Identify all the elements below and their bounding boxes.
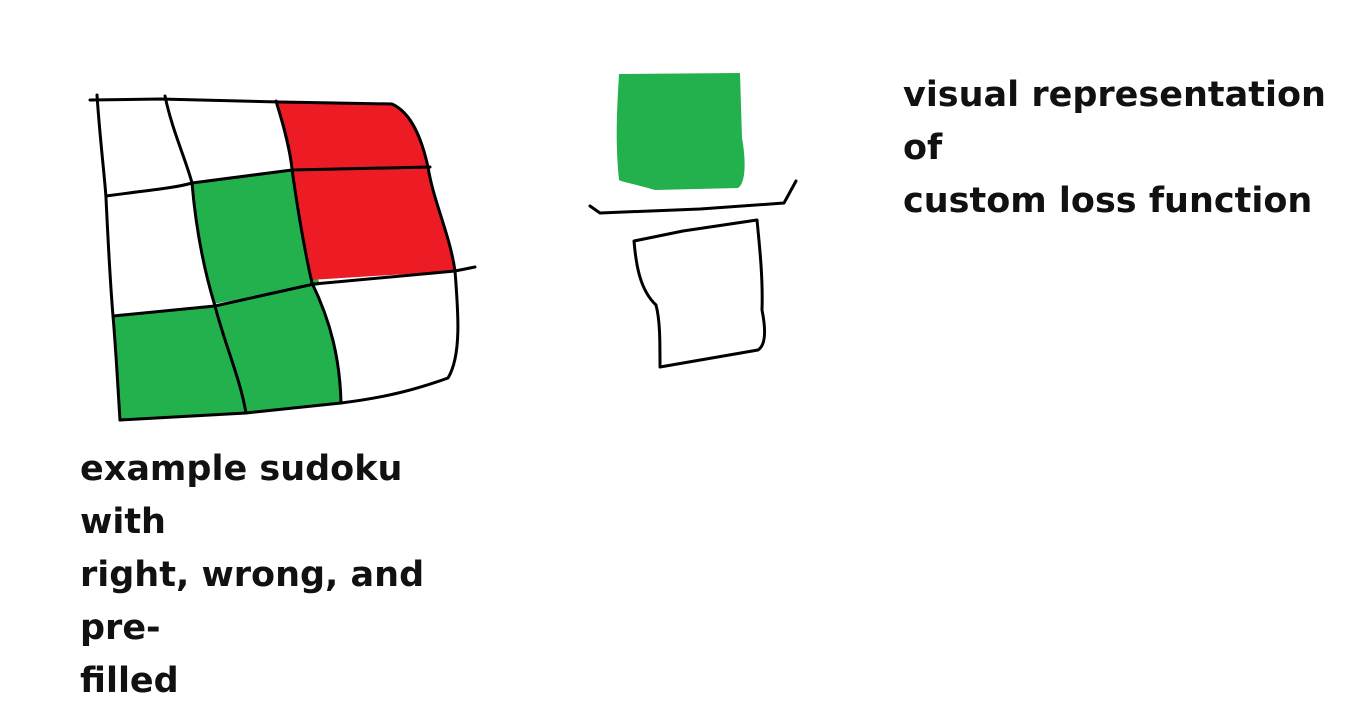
numerator-box — [616, 73, 745, 190]
sudoku-cell-r3c1 — [113, 306, 246, 420]
sudoku-cell-r3c2 — [215, 284, 341, 413]
loss-fraction — [588, 73, 798, 369]
sudoku-vline-1 — [163, 94, 248, 415]
sudoku-caption: example sudoku with right, wrong, and pr… — [80, 449, 425, 701]
denominator-box — [632, 218, 767, 369]
sudoku-right-line — [339, 165, 460, 405]
fraction-bar — [588, 179, 798, 215]
sudoku-top-line — [88, 97, 430, 169]
sudoku-grid — [88, 93, 477, 422]
loss-function-caption: visual representation of custom loss fun… — [903, 75, 1326, 221]
sudoku-vline-2 — [274, 99, 343, 405]
sudoku-cell-r2c2 — [192, 170, 320, 304]
sudoku-cell-r1c3 — [277, 103, 428, 169]
sudoku-left-line — [95, 93, 122, 422]
diagram-canvas — [88, 73, 798, 422]
sudoku-cell-r2c3 — [292, 167, 455, 280]
